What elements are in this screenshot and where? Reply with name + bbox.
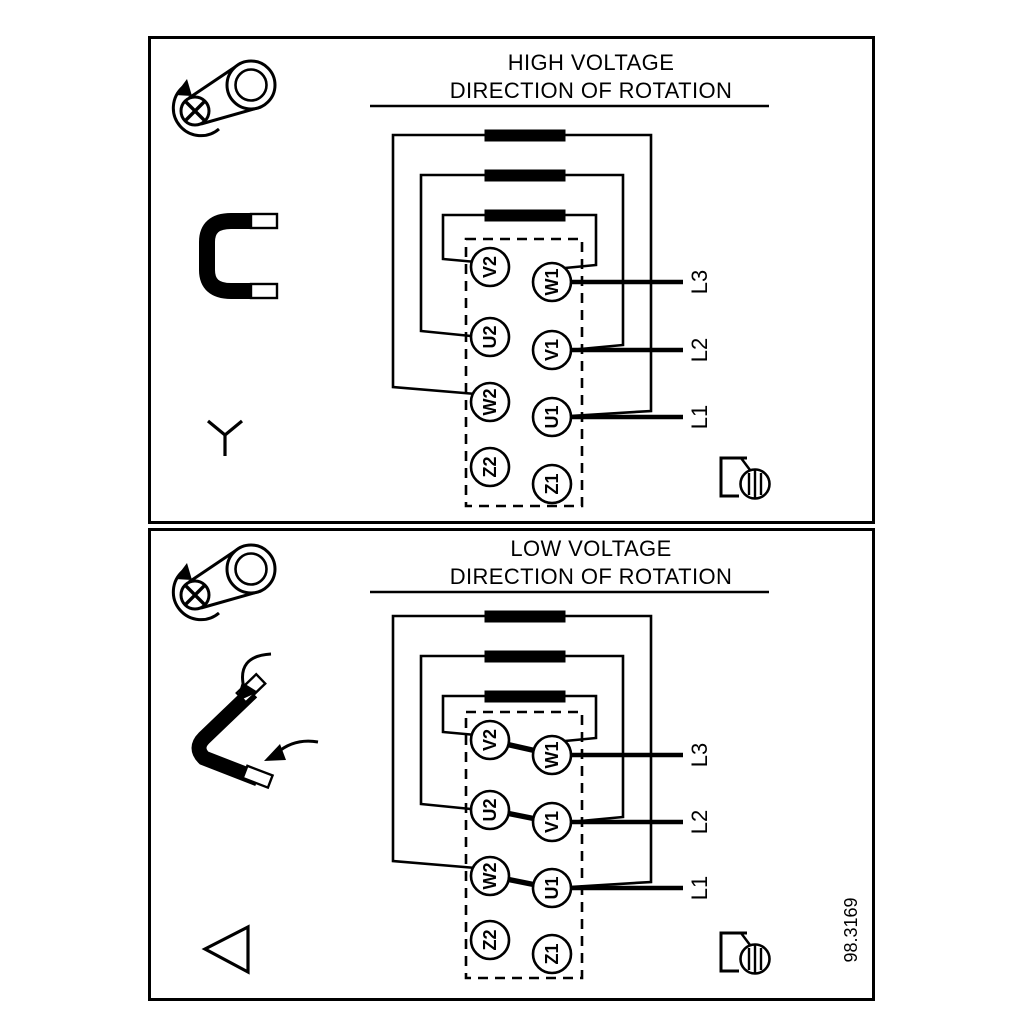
terminal-w2: W2: [469, 381, 511, 423]
terminal-block: V2 U2 W2 Z2: [464, 237, 584, 508]
jumper-bars: [484, 610, 566, 703]
terminal-label: V1: [542, 339, 562, 361]
delta-symbol-icon: [201, 924, 250, 975]
terminal-label: W1: [542, 742, 562, 769]
move-arrowhead: [236, 682, 258, 702]
move-arrowhead: [264, 744, 286, 761]
phase-label-l2: L2: [687, 338, 712, 362]
phase-lines: L3 L2 L1: [571, 270, 712, 429]
phase-label-l1: L1: [687, 405, 712, 429]
jumper-bar: [484, 169, 566, 182]
terminal-u1: U1: [531, 396, 573, 438]
panel-subtitle: DIRECTION OF ROTATION: [450, 564, 733, 589]
terminal-label: U1: [542, 405, 562, 428]
terminal-v1: V1: [531, 801, 573, 843]
terminal-label: V2: [480, 729, 500, 751]
wiring-diagram-frame: HIGH VOLTAGE DIRECTION OF ROTATION: [148, 36, 875, 1001]
terminal-u2: U2: [469, 316, 511, 358]
terminal-v2: V2: [469, 246, 511, 288]
terminal-z2: Z2: [469, 919, 511, 961]
terminal-label: Z2: [480, 456, 500, 477]
terminal-w2: W2: [469, 855, 511, 897]
terminal-w1: W1: [531, 261, 573, 303]
terminal-v1: V1: [531, 329, 573, 371]
terminal-z1: Z1: [531, 933, 573, 975]
rotation-arrowhead: [175, 79, 192, 96]
terminal-w1: W1: [531, 734, 573, 776]
figure-number: 98.3169: [841, 897, 861, 962]
phase-label-l3: L3: [687, 743, 712, 767]
panel-title: HIGH VOLTAGE: [508, 50, 675, 75]
terminal-z1: Z1: [531, 463, 573, 505]
terminal-label: Z2: [480, 929, 500, 950]
terminal-label: V1: [542, 811, 562, 833]
terminal-block: V2 U2 W2 Z2: [464, 710, 584, 980]
winding-wires: [391, 133, 653, 418]
terminal-label: Z1: [542, 943, 562, 964]
low-voltage-diagram: LOW VOLTAGE DIRECTION OF ROTATION: [171, 536, 861, 980]
phase-label-l2: L2: [687, 810, 712, 834]
ground-icon: [719, 931, 771, 975]
jumper-bracket-icon: [199, 212, 279, 300]
screw-rotation-icon: [171, 543, 277, 622]
panel-subtitle: DIRECTION OF ROTATION: [450, 78, 733, 103]
phase-lines: L3 L2 L1: [571, 743, 712, 900]
jumper-bar: [484, 129, 566, 142]
terminal-v2: V2: [469, 719, 511, 761]
jumper-reposition-icon: [191, 652, 319, 790]
terminal-u2: U2: [469, 789, 511, 831]
terminal-label: W2: [480, 389, 500, 416]
terminal-z2: Z2: [469, 446, 511, 488]
panel-title: LOW VOLTAGE: [510, 536, 671, 561]
jumper-bars: [484, 129, 566, 222]
panel-low-voltage: LOW VOLTAGE DIRECTION OF ROTATION: [148, 528, 875, 1001]
jumper-bar: [484, 690, 566, 703]
screw-rotation-icon: [171, 59, 277, 138]
panel-high-voltage: HIGH VOLTAGE DIRECTION OF ROTATION: [148, 36, 875, 524]
winding-wires: [391, 614, 653, 889]
terminal-label: Z1: [542, 473, 562, 494]
jumper-bar: [484, 650, 566, 663]
jumper-bar: [484, 209, 566, 222]
terminal-label: U2: [480, 325, 500, 348]
terminal-label: U1: [542, 876, 562, 899]
terminal-label: V2: [480, 256, 500, 278]
phase-label-l1: L1: [687, 876, 712, 900]
high-voltage-diagram: HIGH VOLTAGE DIRECTION OF ROTATION: [171, 50, 771, 508]
jumper-bar: [484, 610, 566, 623]
star-symbol-icon: [206, 419, 244, 456]
rotation-arrowhead: [175, 563, 192, 580]
terminal-label: W1: [542, 269, 562, 296]
phase-label-l3: L3: [687, 270, 712, 294]
terminal-label: U2: [480, 798, 500, 821]
terminal-u1: U1: [531, 867, 573, 909]
ground-icon: [719, 456, 771, 500]
terminal-label: W2: [480, 863, 500, 890]
